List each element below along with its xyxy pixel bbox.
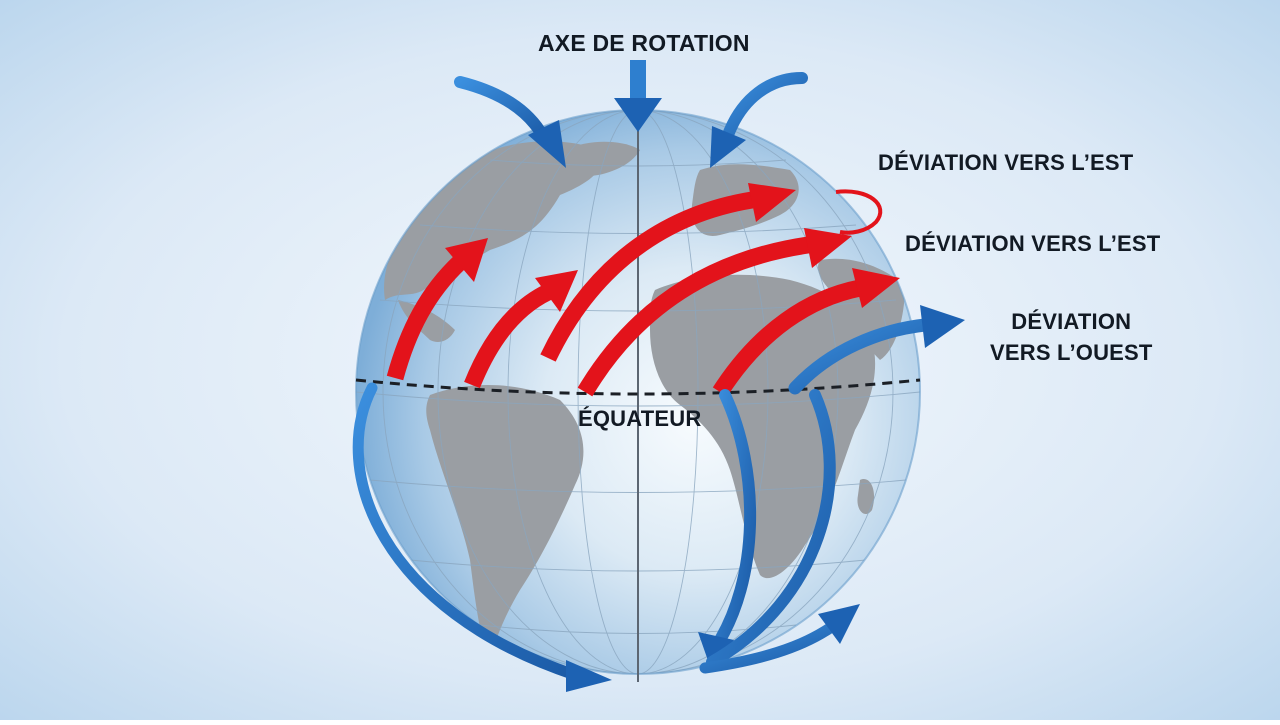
blue-arrowhead-south-left xyxy=(566,660,612,692)
red-deflection-loop xyxy=(835,189,883,235)
polar-blue-arrows xyxy=(454,60,808,168)
east-deflection-label-1: DÉVIATION VERS L’EST xyxy=(878,150,1134,175)
continents xyxy=(384,141,905,660)
west-deflection-label-line1: DÉVIATION xyxy=(1011,309,1132,334)
blue-arrowhead-axis xyxy=(614,98,662,132)
blue-arrowhead-west-deflection xyxy=(920,305,965,348)
blue-arrow-top-right xyxy=(722,72,808,141)
red-arrowhead-5 xyxy=(852,268,900,308)
blue-arrowhead-south-center xyxy=(698,632,734,672)
blue-arrow-south-center xyxy=(709,389,757,654)
east-deflection-label-2: DÉVIATION VERS L’EST xyxy=(905,231,1161,256)
red-arrow-4 xyxy=(577,236,810,397)
equator-label: ÉQUATEUR xyxy=(578,406,702,431)
red-east-arrows xyxy=(386,183,900,397)
red-arrowhead-3 xyxy=(748,183,796,222)
blue-arrowhead-top-right xyxy=(710,126,746,168)
red-arrowhead-2 xyxy=(535,270,578,312)
red-arrow-3 xyxy=(540,191,754,362)
west-deflection-label-line2: VERS L’OUEST xyxy=(990,340,1153,365)
red-arrow-5 xyxy=(712,279,862,397)
blue-arrow-axis-shaft xyxy=(630,60,646,108)
red-arrow-1 xyxy=(386,255,466,381)
red-arrowhead-1 xyxy=(445,238,488,282)
west-deflection-label: DÉVIATION VERS L’OUEST xyxy=(990,306,1153,368)
blue-arrow-bottom-east xyxy=(699,622,836,674)
blue-west-arrows xyxy=(352,305,965,692)
axis-label: AXE DE ROTATION xyxy=(538,30,750,56)
blue-arrow-south-right xyxy=(706,389,836,668)
blue-arrowhead-bottom-east xyxy=(818,604,860,644)
red-arrowhead-4 xyxy=(804,228,852,268)
red-arrow-2 xyxy=(464,284,552,389)
blue-arrow-west-deflection xyxy=(788,318,932,395)
blue-arrowhead-top-left xyxy=(528,120,566,168)
blue-arrow-south-left xyxy=(352,382,581,681)
